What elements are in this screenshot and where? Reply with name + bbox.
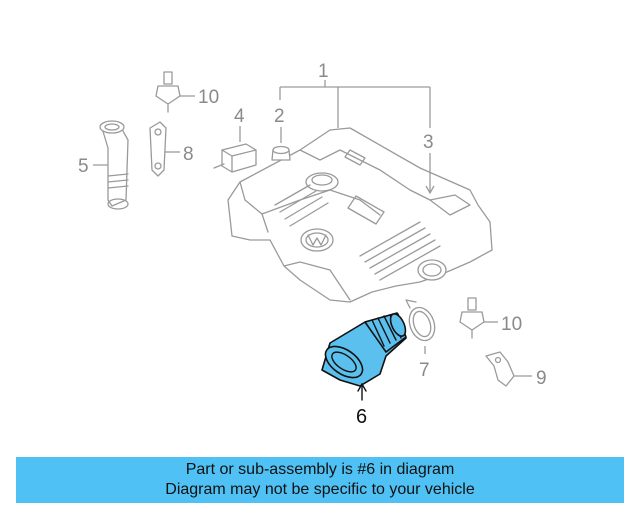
part-2-grommet <box>271 145 291 161</box>
banner-line-1: Part or sub-assembly is #6 in diagram <box>185 461 455 478</box>
callout-10b: 10 <box>501 314 522 335</box>
banner-line-2: Diagram may not be specific to your vehi… <box>165 481 475 498</box>
part-8-bracket <box>149 121 167 177</box>
callout-5: 5 <box>78 156 89 177</box>
part-10-lower-sensor <box>459 297 485 339</box>
callout-8: 8 <box>183 144 194 165</box>
part-10-upper-sensor <box>155 71 181 113</box>
callout-6: 6 <box>356 406 367 428</box>
engine-cover <box>227 127 493 303</box>
callout-9: 9 <box>536 368 547 389</box>
callout-3: 3 <box>423 132 434 153</box>
callout-7: 7 <box>419 360 430 381</box>
callout-10a: 10 <box>198 87 219 108</box>
callout-2: 2 <box>274 106 285 127</box>
part-7-clamp <box>405 299 436 342</box>
info-banner: Part or sub-assembly is #6 in diagram Di… <box>16 457 624 503</box>
part-6-intake-duct-highlighted <box>321 312 407 387</box>
part-9-bracket <box>485 351 515 387</box>
callout-1: 1 <box>318 61 329 82</box>
part-4-sensor <box>213 143 257 173</box>
callout-4: 4 <box>234 106 245 127</box>
part-5-hose <box>99 120 129 210</box>
